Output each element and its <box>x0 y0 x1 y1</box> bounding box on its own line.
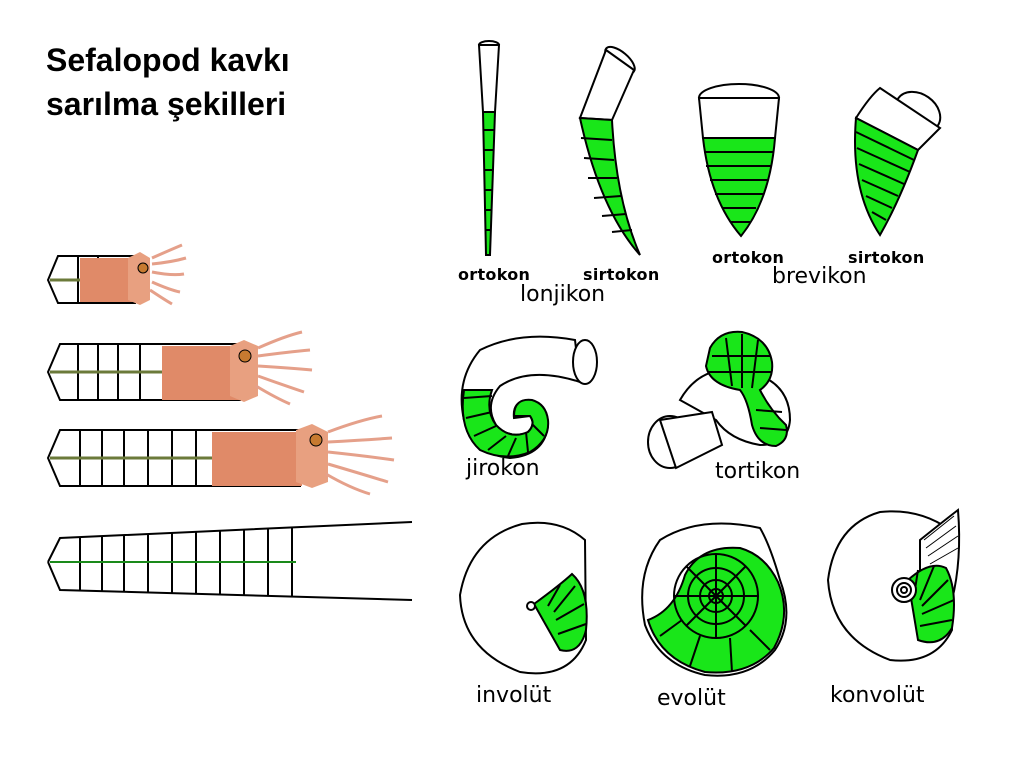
label-ortokon-brevicone: ortokon <box>712 248 785 267</box>
involut-shell <box>458 521 588 675</box>
nautiloid-stage-2 <box>46 330 313 406</box>
nautiloid-stage-3 <box>46 414 395 496</box>
ortokon-longicone-shell <box>477 40 501 256</box>
sirtokon-brevicone-shell <box>854 86 942 237</box>
ortokon-brevicone-shell <box>697 83 781 238</box>
label-jirokon: jirokon <box>466 456 540 481</box>
label-brevikon: brevikon <box>772 264 867 289</box>
sirtokon-longicone-shell <box>578 45 641 256</box>
title-line-2: sarılma şekilleri <box>46 86 287 122</box>
nautiloid-stage-1 <box>46 243 187 306</box>
label-konvolut: konvolüt <box>830 683 925 708</box>
label-sirtokon-long: sirtokon <box>583 265 660 284</box>
nautiloid-stage-4-empty-shell <box>47 521 413 601</box>
tortikon-shell <box>647 330 792 470</box>
label-evolut: evolüt <box>657 686 726 711</box>
evolut-shell <box>641 522 788 677</box>
label-ortokon-long: ortokon <box>458 265 531 284</box>
page-title: Sefalopod kavkı sarılma şekilleri <box>46 38 290 126</box>
konvolut-shell <box>826 508 961 662</box>
title-line-1: Sefalopod kavkı <box>46 42 290 78</box>
label-involut: involüt <box>476 683 552 708</box>
label-sirtokon-brevicone: sirtokon <box>848 248 925 267</box>
label-tortikon: tortikon <box>715 459 801 484</box>
jirokon-shell <box>460 335 598 460</box>
label-lonjikon: lonjikon <box>520 282 606 307</box>
